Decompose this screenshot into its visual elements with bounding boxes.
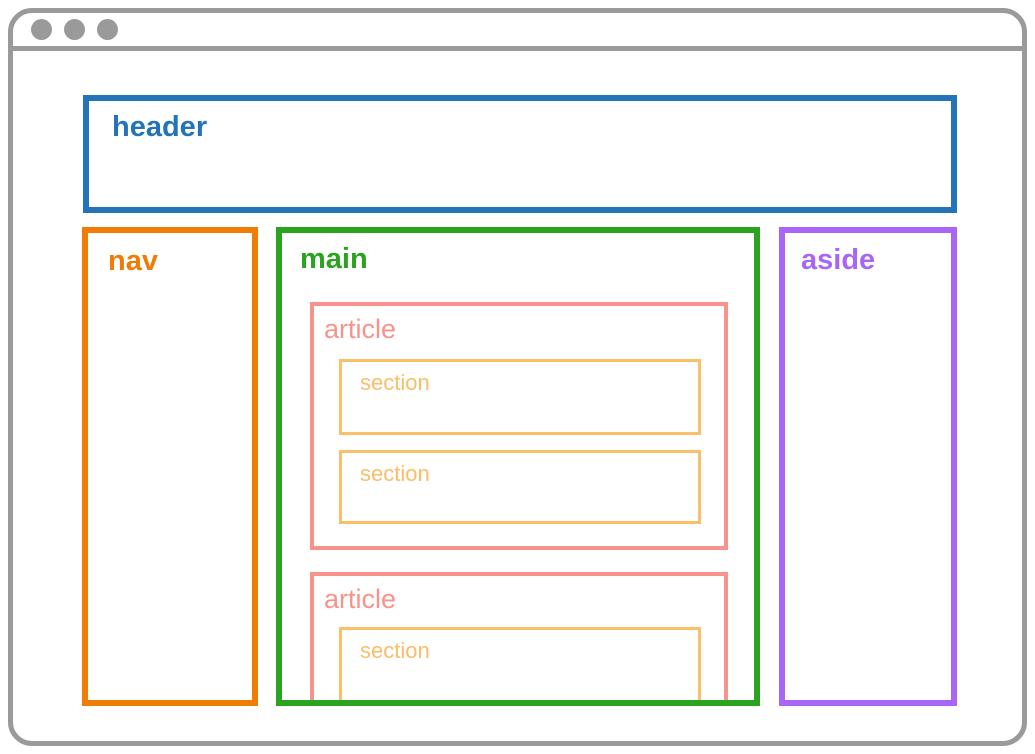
section-label: section [360,461,430,486]
article-box: article section section [310,302,728,550]
main-box: main article section section article sec… [276,227,760,706]
window-control-dot [97,19,118,40]
article-label: article [324,314,397,344]
window-control-dot [64,19,85,40]
nav-label: nav [108,245,158,277]
header-box: header [83,95,957,213]
header-label: header [112,111,208,143]
window-titlebar [13,13,1022,51]
nav-box: nav [82,227,258,706]
section-label: section [360,638,430,663]
article-label: article [324,584,397,614]
window-control-dot [31,19,52,40]
main-label: main [300,243,368,275]
article-box: article section [310,572,728,700]
section-box: section [339,627,701,700]
section-box: section [339,450,701,524]
section-box: section [339,359,701,435]
aside-box: aside [779,227,957,706]
aside-label: aside [801,244,876,276]
section-label: section [360,370,430,395]
